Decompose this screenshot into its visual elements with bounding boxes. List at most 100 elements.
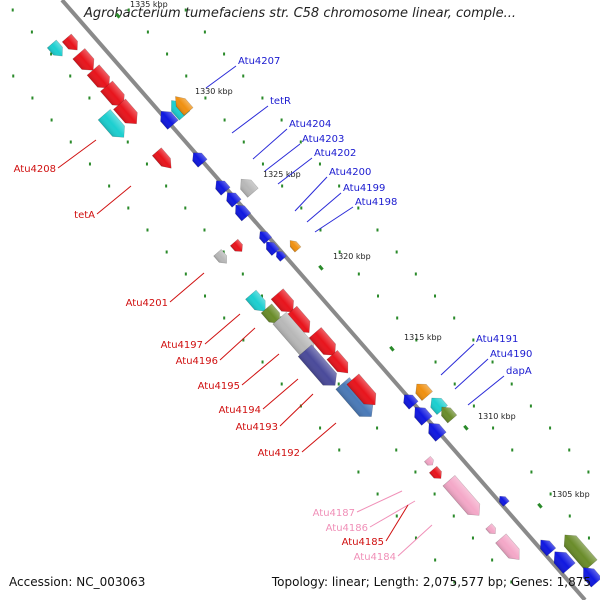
gene-blue-atu4207[interactable]: [156, 107, 179, 130]
gene-pink-atu4184[interactable]: [495, 533, 525, 564]
gene-label-Atu4199[interactable]: Atu4199: [343, 183, 385, 194]
gene-olive-dapA[interactable]: [437, 403, 458, 424]
gene-blue-atu4200b[interactable]: [231, 201, 252, 222]
gene-pink-atu4187[interactable]: [442, 475, 485, 520]
gene-label-Atu4191[interactable]: Atu4191: [476, 334, 518, 345]
track-dot: [568, 448, 571, 452]
gene-red-c[interactable]: [308, 327, 341, 360]
gene-red-atu4185[interactable]: [428, 465, 444, 482]
gene-red-e[interactable]: [346, 373, 381, 410]
gene-blue-atu4199[interactable]: [256, 228, 273, 245]
track-dot: [242, 338, 245, 342]
track-dot: [338, 184, 341, 188]
leader-line: [277, 157, 313, 185]
gene-pink-small-2[interactable]: [485, 523, 499, 537]
leader-line: [169, 272, 205, 303]
gene-label-tetA[interactable]: tetA: [74, 210, 95, 221]
gene-blue-atu4191a[interactable]: [400, 391, 419, 410]
gene-orange-atu4191[interactable]: [411, 379, 433, 401]
gene-blue-bottom-2[interactable]: [549, 546, 576, 574]
gene-red-5[interactable]: [113, 98, 142, 129]
gene-label-dapA[interactable]: dapA: [506, 366, 532, 377]
gene-blue-atu4204[interactable]: [189, 149, 208, 168]
scale-label: 1325 kbp: [263, 170, 301, 179]
gene-blue-bottom-3[interactable]: [578, 563, 600, 588]
track-dot: [88, 162, 91, 166]
gene-blue-atu4190[interactable]: [410, 403, 433, 426]
leader-line: [204, 313, 241, 345]
gene-grey-atu4201[interactable]: [213, 249, 231, 266]
gene-label-Atu4192[interactable]: Atu4192: [258, 448, 300, 459]
track-dot: [204, 96, 207, 100]
track-dot: [318, 162, 321, 166]
gene-label-Atu4197[interactable]: Atu4197: [161, 340, 203, 351]
gene-cyan-top[interactable]: [46, 39, 67, 60]
track-dot: [223, 118, 226, 122]
gene-label-Atu4200[interactable]: Atu4200: [329, 167, 371, 178]
gene-label-Atu4195[interactable]: Atu4195: [198, 381, 240, 392]
leader-line: [262, 378, 299, 410]
gene-label-Atu4186[interactable]: Atu4186: [326, 523, 368, 534]
gene-label-Atu4202[interactable]: Atu4202: [314, 148, 356, 159]
scale-tick: [463, 424, 469, 431]
gene-red-small[interactable]: [229, 238, 245, 255]
track-dot: [357, 272, 360, 276]
gene-pink-small-1[interactable]: [424, 456, 435, 467]
gene-red-1[interactable]: [61, 33, 82, 54]
gene-purple-atu4194[interactable]: [297, 344, 342, 392]
track-dot: [396, 316, 399, 320]
track-dot: [203, 228, 206, 232]
leader-line: [314, 206, 354, 233]
gene-red-3[interactable]: [86, 64, 115, 94]
gene-label-tetR[interactable]: tetR: [270, 96, 291, 107]
gene-label-Atu4193[interactable]: Atu4193: [236, 422, 278, 433]
gene-label-Atu4203[interactable]: Atu4203: [302, 134, 344, 145]
gene-label-Atu4185[interactable]: Atu4185: [342, 537, 384, 548]
gene-red-tetA[interactable]: [151, 147, 175, 172]
gene-blue-1305[interactable]: [497, 494, 510, 507]
track-dot: [204, 294, 207, 298]
gene-orange-tetR[interactable]: [171, 93, 194, 116]
gene-label-Atu4204[interactable]: Atu4204: [289, 119, 331, 130]
gene-red-4[interactable]: [100, 80, 129, 111]
gene-red-a[interactable]: [270, 288, 299, 318]
gene-red-2[interactable]: [72, 48, 100, 75]
gene-label-Atu4201[interactable]: Atu4201: [126, 298, 168, 309]
gene-orange-small[interactable]: [287, 238, 302, 253]
gene-grey-atu4202[interactable]: [236, 175, 259, 198]
gene-cyan-atu4190[interactable]: [426, 393, 448, 415]
gene-label-Atu4208[interactable]: Atu4208: [14, 164, 56, 175]
gene-label-Atu4194[interactable]: Atu4194: [219, 405, 261, 416]
track-dot: [50, 118, 53, 122]
gene-cyan-2[interactable]: [97, 109, 130, 142]
gene-blue-small[interactable]: [274, 249, 287, 262]
track-dot: [453, 382, 456, 386]
gene-blue-atu4203[interactable]: [212, 177, 231, 196]
leader-line: [205, 65, 237, 89]
track-dot: [491, 360, 494, 364]
gene-label-Atu4190[interactable]: Atu4190: [490, 349, 532, 360]
gene-label-Atu4184[interactable]: Atu4184: [354, 552, 396, 563]
gene-label-Atu4207[interactable]: Atu4207: [238, 56, 280, 67]
gene-label-Atu4196[interactable]: Atu4196: [176, 356, 218, 367]
leader-line: [440, 343, 475, 376]
gene-cyan-atu4197[interactable]: [245, 289, 271, 316]
track-dot: [395, 448, 398, 452]
gene-label-Atu4187[interactable]: Atu4187: [313, 508, 355, 519]
gene-blue-atu4200a[interactable]: [223, 189, 242, 208]
track-dot: [126, 140, 129, 144]
gene-blue-dapA[interactable]: [424, 419, 447, 442]
leader-line: [294, 176, 328, 212]
gene-features: [46, 33, 600, 588]
gene-blue-bottom-1[interactable]: [536, 536, 557, 557]
gene-red-d[interactable]: [326, 349, 353, 377]
track-dot: [434, 294, 437, 298]
track-dot: [377, 294, 380, 298]
gene-label-Atu4198[interactable]: Atu4198: [355, 197, 397, 208]
track-dot: [299, 140, 302, 144]
scale-label: 1320 kbp: [333, 252, 371, 261]
gene-blue-atu4198[interactable]: [263, 238, 280, 256]
track-dot: [549, 492, 552, 496]
track-dot: [376, 228, 379, 232]
track-dot: [433, 492, 436, 496]
